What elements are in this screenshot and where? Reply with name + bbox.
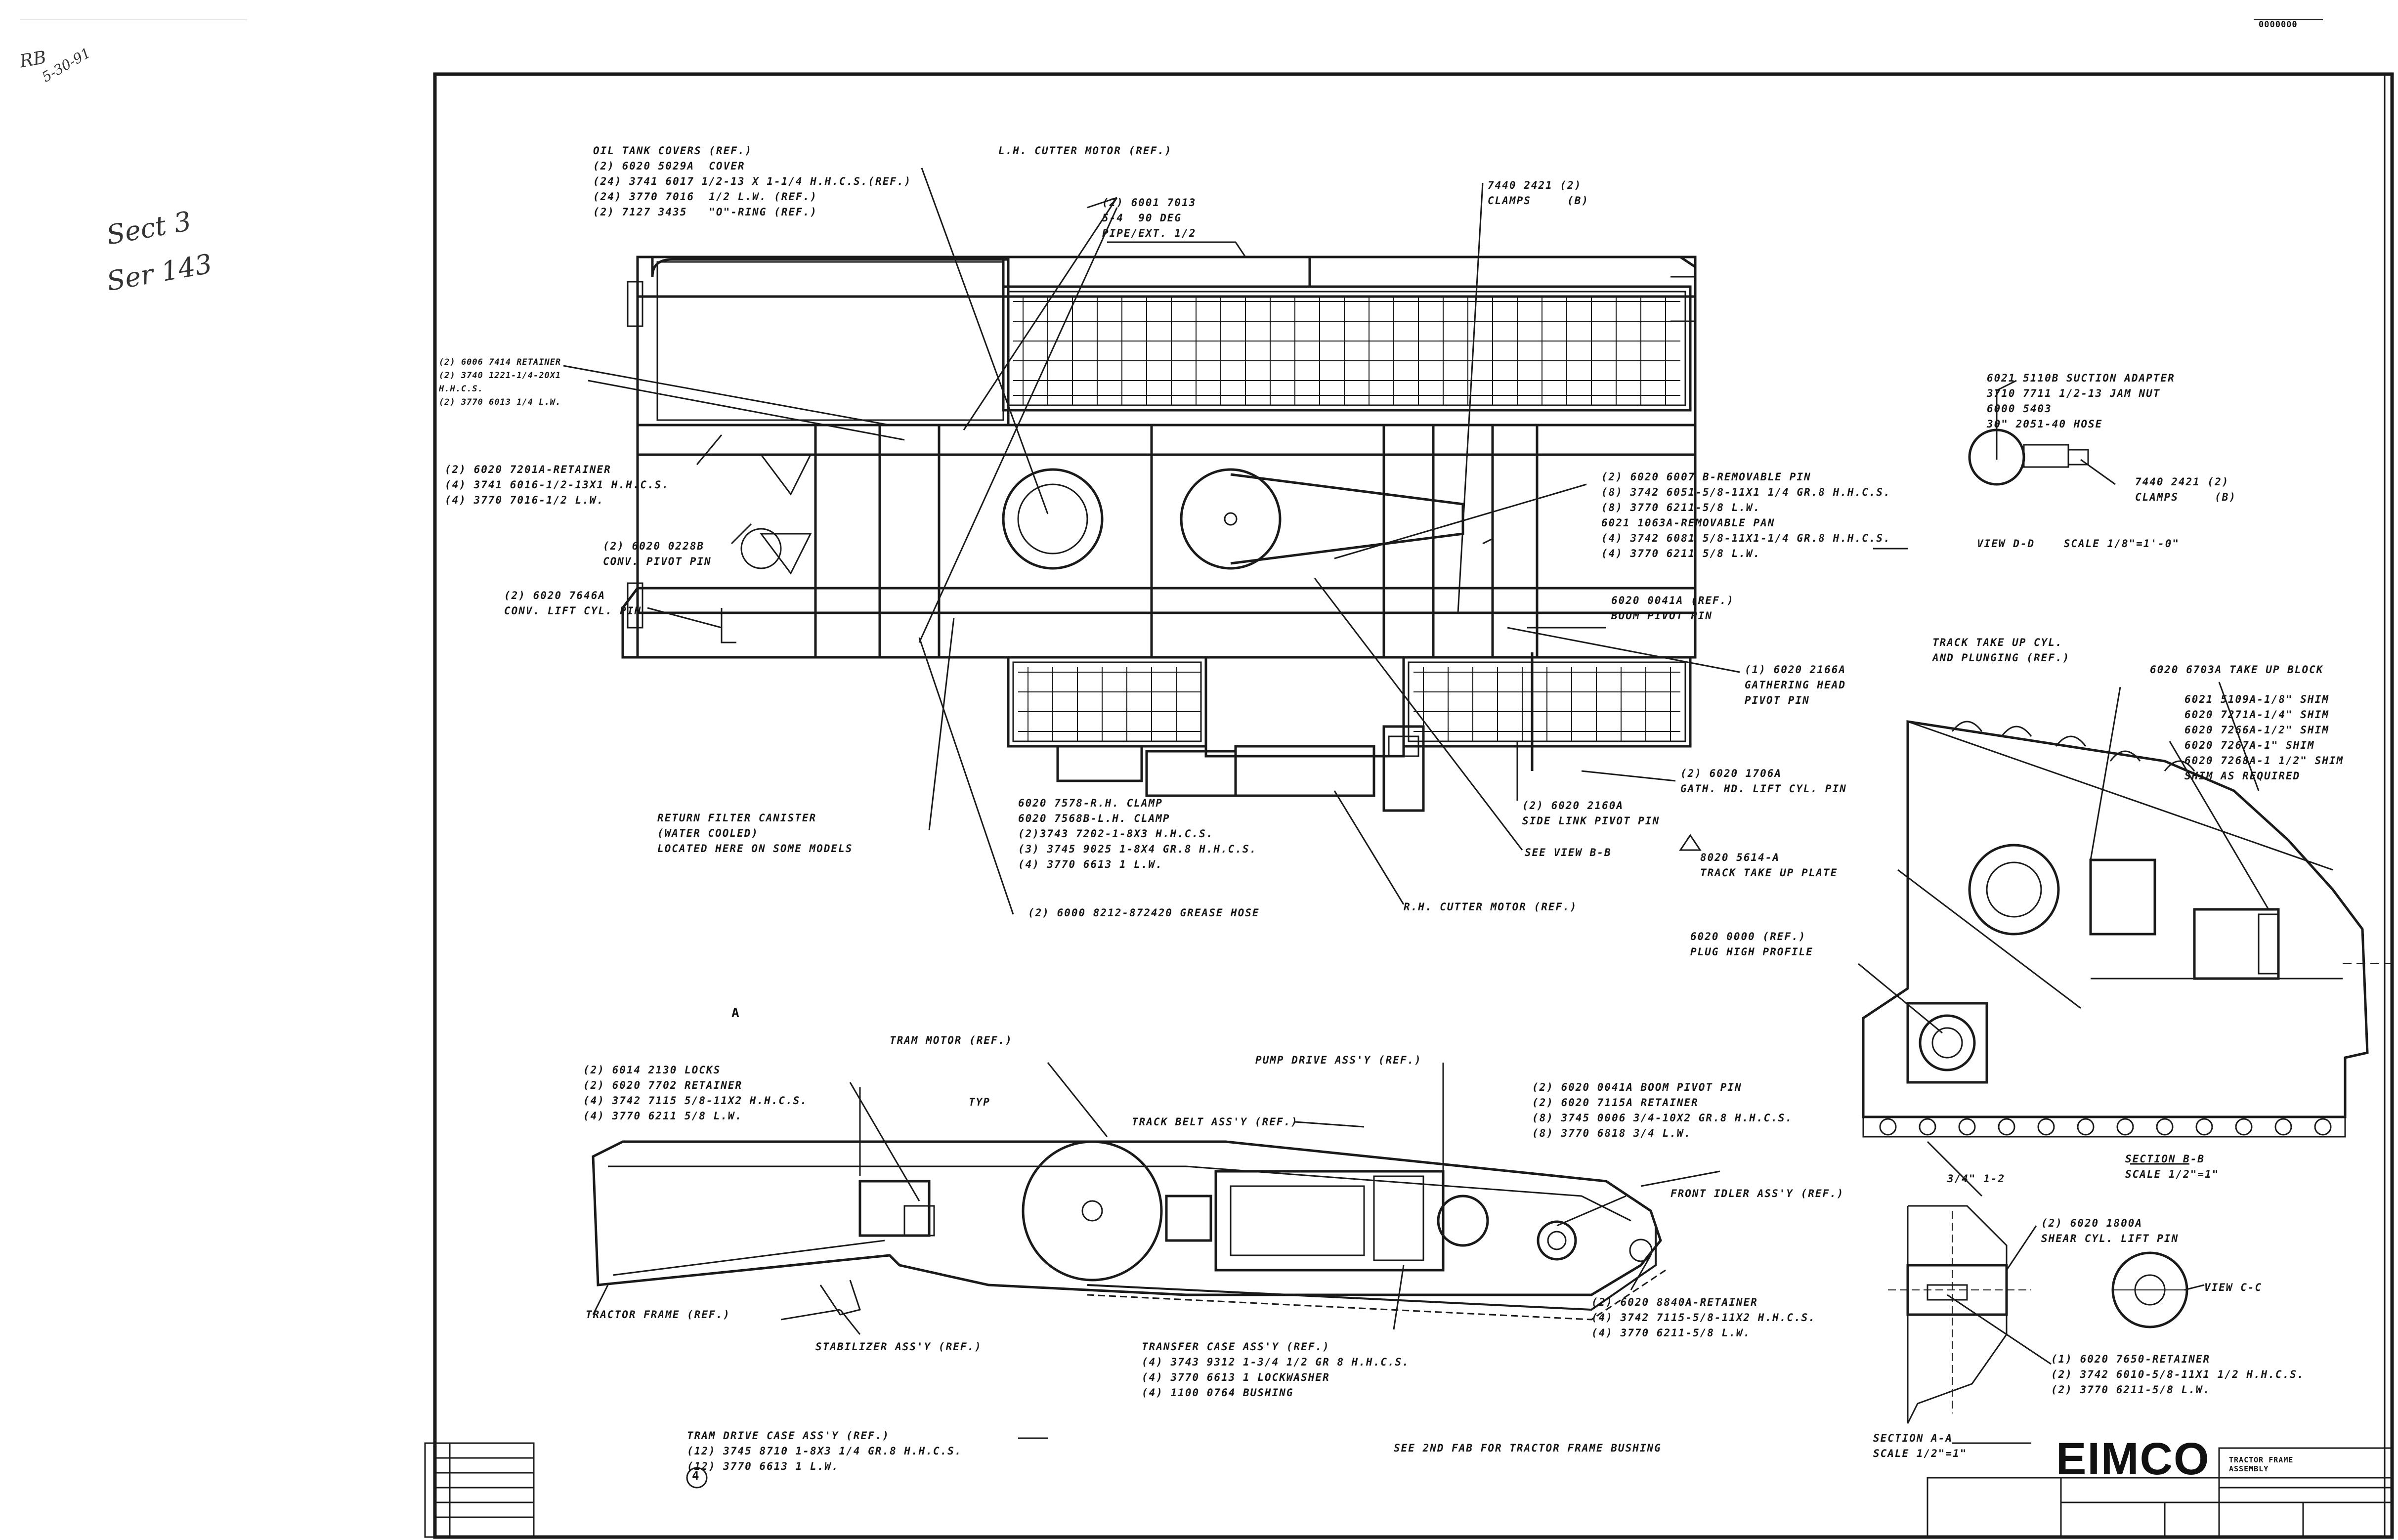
dim-bottom: 3/4" 1-2 bbox=[1947, 1173, 2006, 1185]
callout-gath-lift-pin: (2) 6020 1706A GATH. HD. LIFT CYL. PIN bbox=[1680, 768, 1847, 795]
callout-lh-cutter-motor: L.H. CUTTER MOTOR (REF.) bbox=[998, 145, 1172, 157]
conv-pivot-circle bbox=[1002, 468, 1104, 570]
callout-front-idler: FRONT IDLER ASS'Y (REF.) bbox=[1670, 1188, 1844, 1199]
callout-transfer-case: TRANSFER CASE ASS'Y (REF.) (4) 3743 9312… bbox=[1142, 1341, 1410, 1399]
callout-grease-hose: (2) 6000 8212-872420 GREASE HOSE bbox=[1028, 907, 1260, 919]
callout-typ: TYP bbox=[969, 1096, 990, 1108]
callout-pump-drive: PUMP DRIVE ASS'Y (REF.) bbox=[1255, 1054, 1422, 1066]
section-bb-label: SECTION B-B SCALE 1/2"=1" bbox=[2125, 1153, 2220, 1180]
note-4: 4 bbox=[692, 1469, 699, 1483]
callout-conv-lift-pin: (2) 6020 7646A CONV. LIFT CYL. PIN bbox=[504, 590, 642, 617]
eimco-logo: EIMCO bbox=[2056, 1434, 2210, 1484]
callout-retainer-8840a: (2) 6020 8840A-RETAINER (4) 3742 7115-5/… bbox=[1591, 1296, 1816, 1339]
callout-stabilizer: STABILIZER ASS'Y (REF.) bbox=[815, 1341, 982, 1353]
callout-tractor-frame: TRACTOR FRAME (REF.) bbox=[586, 1309, 730, 1321]
callout-boom-pivot-ref: 6020 0041A (REF.) BOOM PIVOT PIN bbox=[1611, 595, 1734, 622]
callout-side-link-pin: (2) 6020 2160A SIDE LINK PIVOT PIN bbox=[1522, 800, 1660, 827]
callout-track-take-up-plate: 8020 5614-A TRACK TAKE UP PLATE bbox=[1700, 852, 1838, 879]
callout-shims: 6021 5109A-1/8" SHIM 6020 7271A-1/4" SHI… bbox=[2184, 693, 2344, 782]
conveyor-teeth bbox=[1013, 297, 1680, 741]
callout-plug-high-profile: 6020 0000 (REF.) PLUG HIGH PROFILE bbox=[1690, 931, 1813, 958]
section-aa bbox=[1888, 1205, 2031, 1424]
leader-lines bbox=[563, 168, 2270, 1439]
view-dd-label: VIEW D-D SCALE 1/8"=1'-0" bbox=[1977, 538, 2180, 550]
callout-see-2nd-fab: SEE 2ND FAB FOR TRACTOR FRAME BUSHING bbox=[1394, 1442, 1662, 1454]
callout-retainer-7201a: (2) 6020 7201A-RETAINER (4) 3741 6016-1/… bbox=[445, 464, 669, 506]
callout-conv-pivot-pin: (2) 6020 0228B CONV. PIVOT PIN bbox=[603, 540, 712, 567]
callout-gathering-head-pin: (1) 6020 2166A GATHERING HEAD PIVOT PIN bbox=[1745, 664, 1846, 706]
drawing-title: TRACTOR FRAME ASSEMBLY bbox=[2229, 1455, 2294, 1473]
callout-track-take-up-cyl: TRACK TAKE UP CYL. AND PLUNGING (REF.) bbox=[1932, 637, 2070, 664]
section-aa-label: SECTION A-A SCALE 1/2"=1" bbox=[1873, 1432, 1968, 1459]
callout-see-view-bb: SEE VIEW B-B bbox=[1525, 847, 1612, 858]
section-bb bbox=[1862, 720, 2398, 1138]
callout-oil-tank-covers: OIL TANK COVERS (REF.) (2) 6020 5029A CO… bbox=[593, 145, 912, 218]
view-cc bbox=[2111, 1251, 2188, 1328]
callout-boom-pivot-pin: (2) 6020 0041A BOOM PIVOT PIN (2) 6020 7… bbox=[1532, 1081, 1793, 1139]
callout-pipe: (2) 6001 7013 5-4 90 DEG PIPE/EXT. 1/2 bbox=[1102, 197, 1197, 239]
take-up-circle-upper bbox=[1968, 844, 2060, 936]
view-cc-label: VIEW C-C bbox=[2204, 1282, 2263, 1293]
callout-tram-drive-case: TRAM DRIVE CASE ASS'Y (REF.) (12) 3745 8… bbox=[687, 1430, 962, 1472]
sheet-border bbox=[433, 72, 2394, 1539]
callout-shear-cyl-pin: (2) 6020 1800A SHEAR CYL. LIFT PIN bbox=[2041, 1217, 2179, 1244]
boom-pivot-circle bbox=[1180, 468, 1282, 570]
callout-retainer-7650: (1) 6020 7650-RETAINER (2) 3742 6010-5/8… bbox=[2051, 1353, 2305, 1396]
view-dd bbox=[1968, 428, 2089, 486]
corner-stamp: 0000000 bbox=[2259, 20, 2298, 30]
callout-return-filter: RETURN FILTER CANISTER (WATER COOLED) LO… bbox=[657, 812, 853, 855]
callout-clamps-right: 7440 2421 (2) CLAMPS (B) bbox=[2135, 476, 2237, 503]
callout-retainer-7414: (2) 6006 7414 RETAINER (2) 3740 1221-1/4… bbox=[439, 357, 561, 407]
tram-drum-circle bbox=[1022, 1140, 1163, 1282]
tractor-frame-side-view bbox=[592, 1140, 1666, 1335]
callout-track-belt: TRACK BELT ASS'Y (REF.) bbox=[1132, 1116, 1298, 1128]
title-block bbox=[424, 548, 2393, 1538]
callout-removable-pin: (2) 6020 6007 B-REMOVABLE PIN (8) 3742 6… bbox=[1601, 471, 1891, 559]
top-view-frame bbox=[621, 256, 1697, 812]
callout-suction-adapter: 6021 5110B SUCTION ADAPTER 3710 7711 1/2… bbox=[1987, 372, 2175, 430]
callout-rh-clamp: 6020 7578-R.H. CLAMP 6020 7568B-L.H. CLA… bbox=[1018, 797, 1257, 870]
callout-take-up-block: 6020 6703A TAKE UP BLOCK bbox=[2150, 664, 2324, 676]
callout-clamps-top: 7440 2421 (2) CLAMPS (B) bbox=[1488, 179, 1589, 207]
mark-a: A bbox=[731, 1006, 739, 1021]
callout-locks: (2) 6014 2130 LOCKS (2) 6020 7702 RETAIN… bbox=[583, 1064, 808, 1122]
callout-rh-cutter-motor: R.H. CUTTER MOTOR (REF.) bbox=[1404, 901, 1578, 913]
callout-tram-motor: TRAM MOTOR (REF.) bbox=[890, 1034, 1013, 1046]
